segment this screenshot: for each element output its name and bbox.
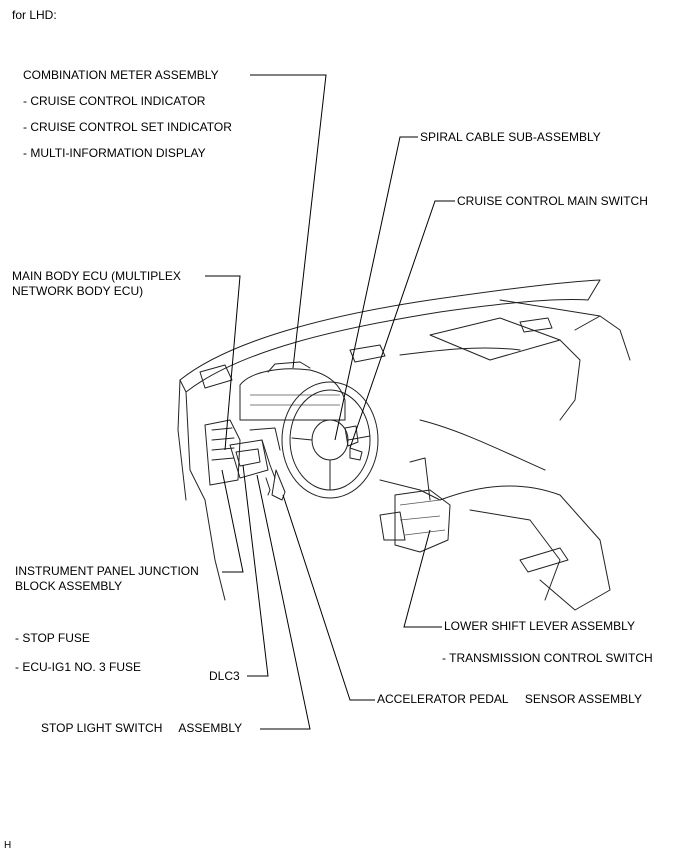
main-body-ecu-label: MAIN BODY ECU (MULTIPLEX NETWORK BODY EC…: [12, 269, 181, 298]
page-header: for LHD:: [12, 8, 57, 22]
multi-display-label: - MULTI-INFORMATION DISPLAY: [23, 146, 206, 160]
combination-meter-label: COMBINATION METER ASSEMBLY: [23, 68, 219, 82]
cruise-main-switch-label: CRUISE CONTROL MAIN SWITCH: [457, 194, 648, 208]
lower-shift-lever-label: LOWER SHIFT LEVER ASSEMBLY: [444, 619, 635, 633]
dlc3-label: DLC3: [209, 669, 240, 683]
figure-code: H: [4, 840, 12, 851]
cruise-indicator-label: - CRUISE CONTROL INDICATOR: [23, 94, 206, 108]
spiral-cable-label: SPIRAL CABLE SUB-ASSEMBLY: [420, 130, 601, 144]
ip-junction-block-label: INSTRUMENT PANEL JUNCTION BLOCK ASSEMBLY: [15, 564, 199, 593]
cruise-set-indicator-label: - CRUISE CONTROL SET INDICATOR: [23, 120, 232, 134]
ecu-ig1-fuse-label: - ECU-IG1 NO. 3 FUSE: [15, 660, 142, 674]
stop-fuse-label: - STOP FUSE: [15, 631, 90, 645]
stop-light-switch-label: STOP LIGHT SWITCH ASSEMBLY: [41, 721, 243, 735]
transmission-switch-label: - TRANSMISSION CONTROL SWITCH: [442, 651, 653, 665]
accelerator-pedal-label: ACCELERATOR PEDAL SENSOR ASSEMBLY: [377, 692, 642, 706]
